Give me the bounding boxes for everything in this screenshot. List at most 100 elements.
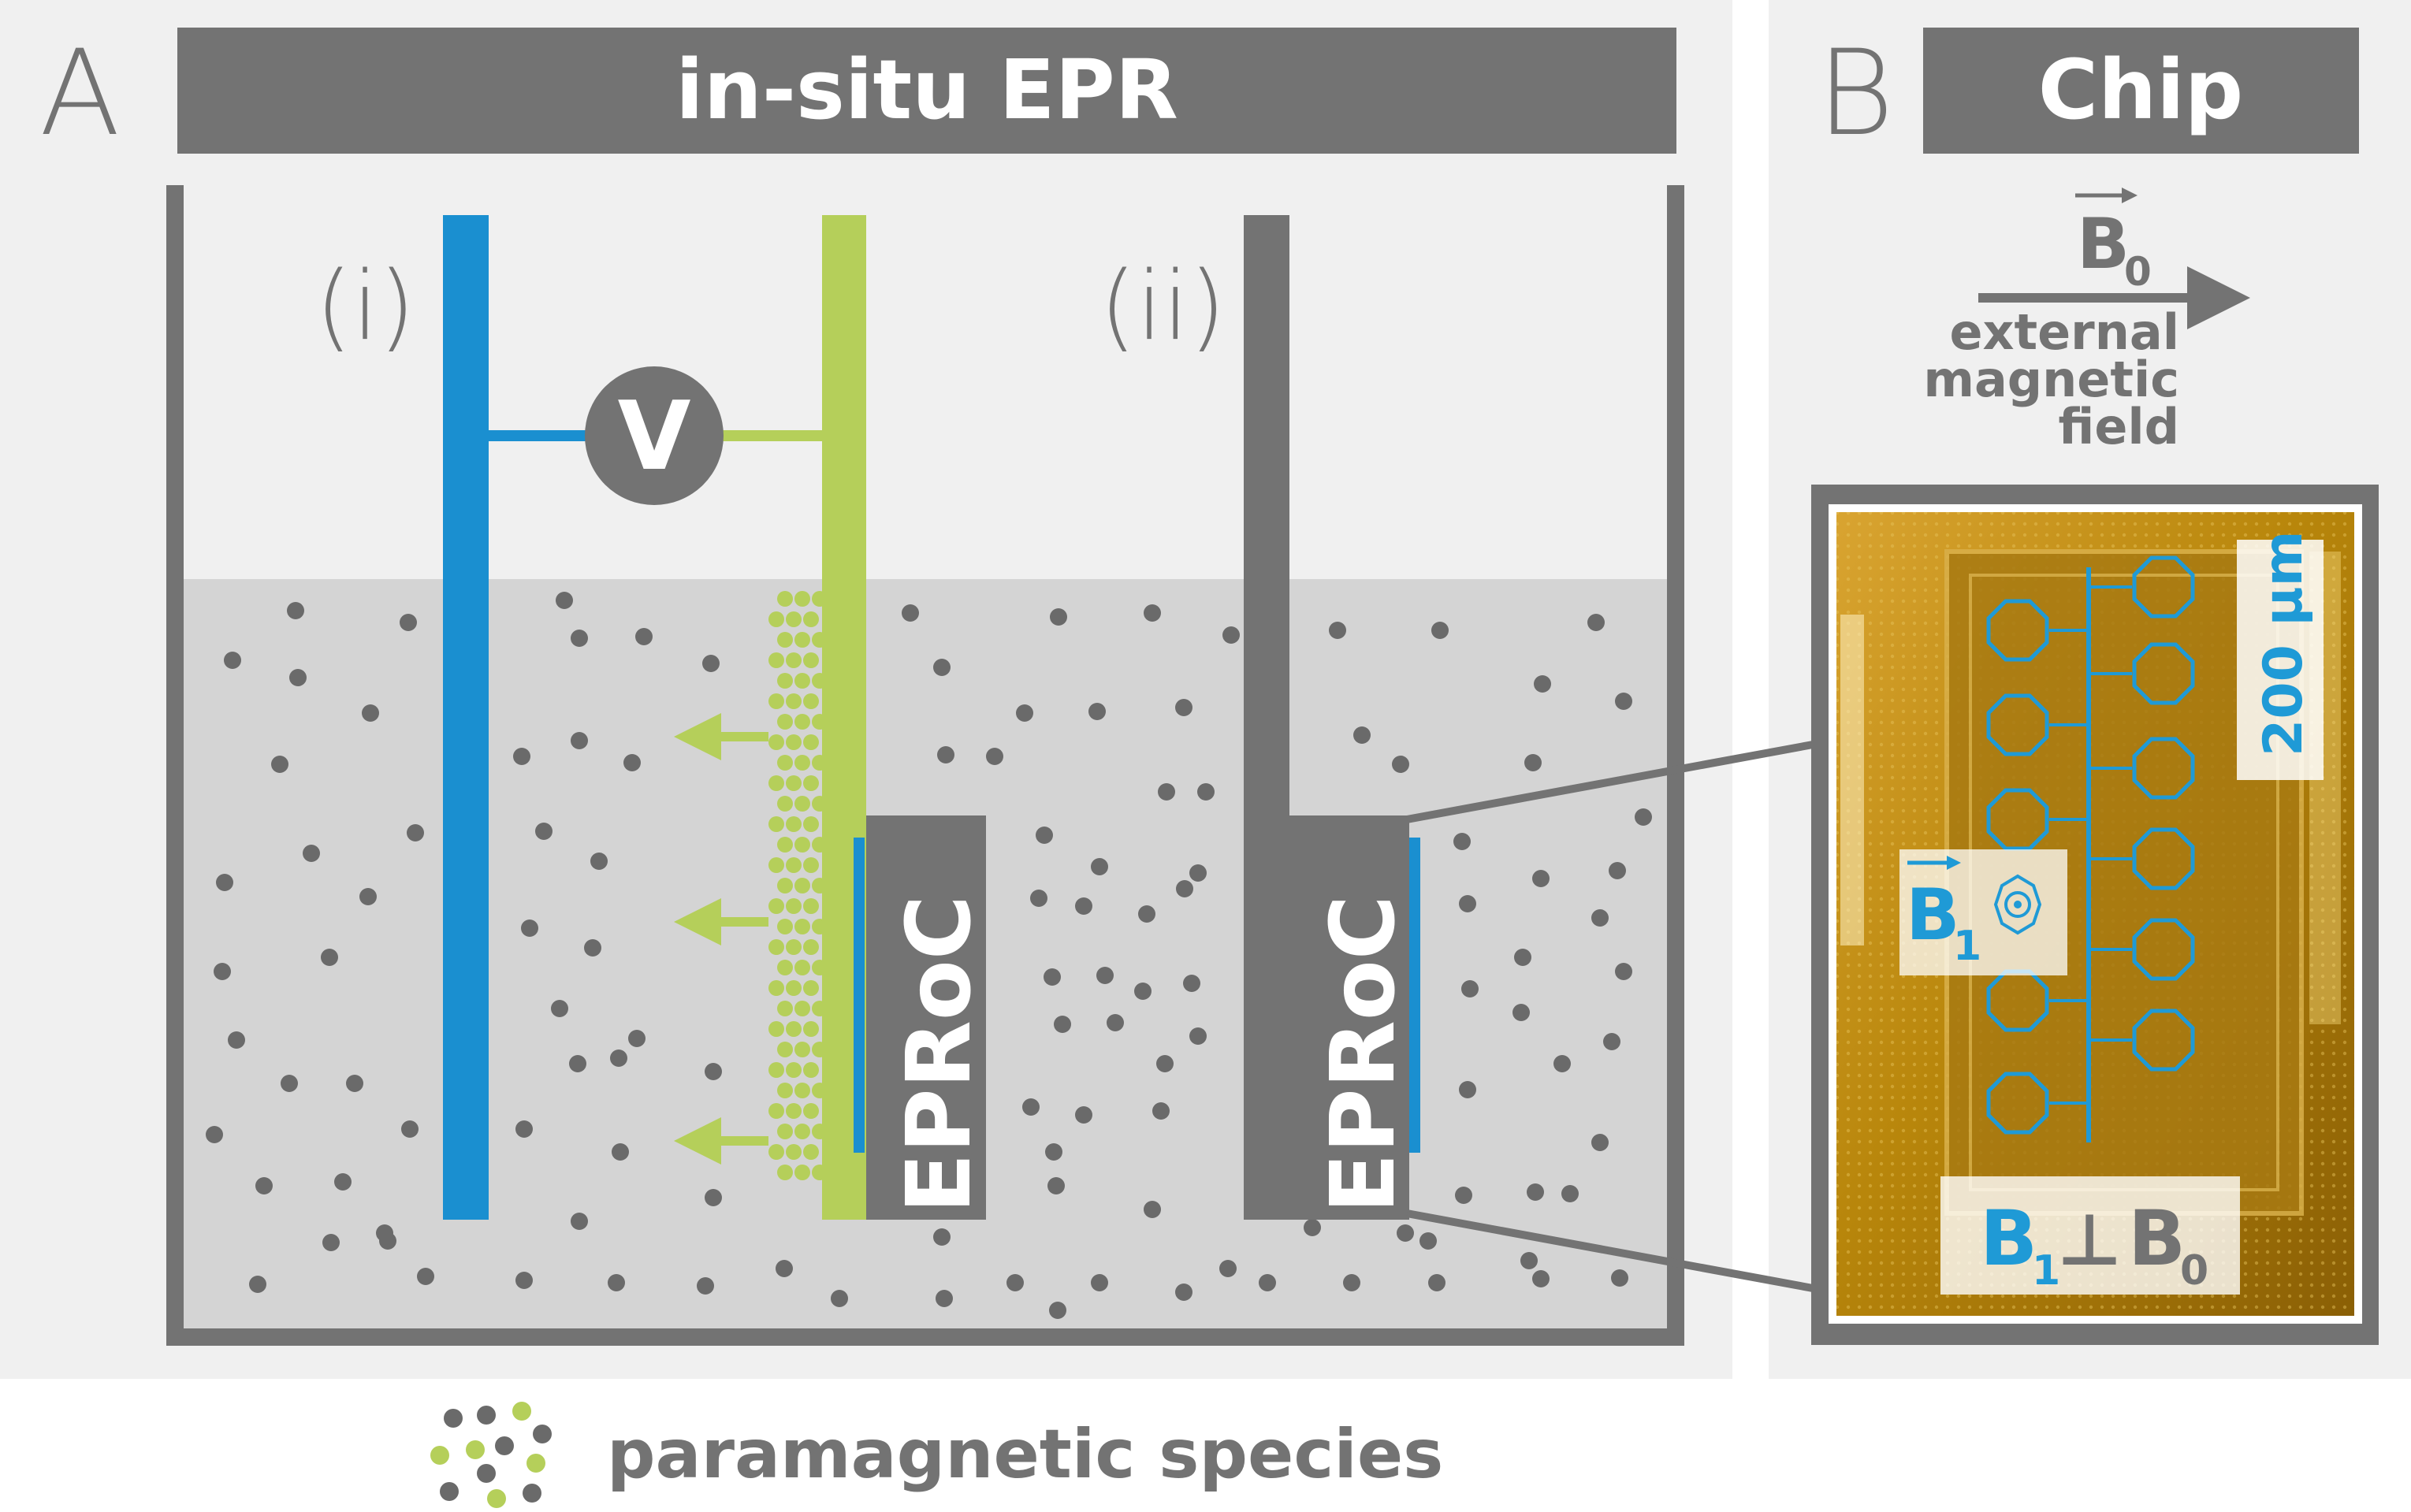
relation-b0-subscript: 0 bbox=[2180, 1247, 2208, 1295]
b1-symbol: B bbox=[1906, 874, 1960, 957]
particle bbox=[1088, 703, 1106, 720]
green-particle bbox=[786, 1144, 802, 1160]
particle bbox=[635, 628, 653, 645]
green-particle bbox=[794, 1001, 810, 1016]
particles-layer bbox=[206, 592, 1652, 1319]
scale-bar: 200 µm bbox=[2237, 530, 2324, 780]
green-particle bbox=[803, 939, 819, 955]
particle bbox=[1353, 726, 1371, 744]
particle bbox=[1392, 756, 1409, 773]
coil bbox=[1986, 788, 2049, 851]
particle bbox=[1615, 693, 1632, 710]
particle bbox=[1222, 626, 1240, 644]
green-particle bbox=[794, 673, 810, 689]
particle bbox=[1259, 1274, 1276, 1291]
arrow-icon bbox=[674, 898, 768, 945]
field-caption-line-2: magnetic bbox=[1923, 351, 2179, 408]
green-particle bbox=[777, 714, 793, 730]
b0-symbol: B bbox=[2077, 203, 2130, 284]
particle bbox=[400, 614, 417, 631]
green-particle bbox=[768, 857, 784, 873]
green-particle bbox=[777, 796, 793, 812]
green-particle bbox=[803, 980, 819, 996]
working-electrode bbox=[443, 215, 489, 1220]
green-particle bbox=[777, 1124, 793, 1139]
particle bbox=[1459, 1081, 1476, 1098]
particle bbox=[1532, 870, 1550, 887]
green-particle bbox=[803, 1144, 819, 1160]
coil bbox=[2132, 555, 2195, 619]
zoom-line-bottom bbox=[1406, 1209, 1814, 1292]
green-particle bbox=[786, 1103, 802, 1119]
eproc-chip-right: EPRoC bbox=[1289, 815, 1420, 1220]
particle bbox=[608, 1274, 625, 1291]
beaker bbox=[166, 185, 1684, 1346]
green-particle bbox=[777, 755, 793, 771]
relation-b1: B bbox=[1980, 1194, 2037, 1283]
particle bbox=[346, 1075, 363, 1092]
green-particle bbox=[803, 693, 819, 709]
green-particle bbox=[794, 796, 810, 812]
particle bbox=[216, 874, 233, 891]
particle bbox=[1045, 1143, 1062, 1161]
green-particle bbox=[777, 837, 793, 853]
green-particle bbox=[786, 775, 802, 791]
field-caption-line-3: field bbox=[2058, 398, 2179, 455]
particle bbox=[705, 1063, 722, 1080]
particle bbox=[1091, 858, 1108, 875]
relation-perp: ⊥ bbox=[2057, 1199, 2122, 1282]
particle bbox=[322, 1234, 340, 1251]
particle bbox=[1304, 1219, 1321, 1236]
green-particle bbox=[768, 775, 784, 791]
particle bbox=[1091, 1274, 1108, 1291]
green-particle bbox=[786, 816, 802, 832]
particle bbox=[1049, 1302, 1066, 1319]
green-particle bbox=[768, 1144, 784, 1160]
particle bbox=[1532, 1270, 1550, 1287]
green-particle bbox=[768, 898, 784, 914]
green-particle bbox=[794, 878, 810, 893]
reference-electrode bbox=[1244, 215, 1289, 1220]
green-particle bbox=[794, 632, 810, 648]
particle bbox=[571, 630, 588, 647]
b0-vector-label: B 0 bbox=[2075, 188, 2152, 295]
particle bbox=[1044, 968, 1061, 986]
particle bbox=[569, 1055, 586, 1072]
voltmeter-icon: V bbox=[585, 366, 724, 505]
particle bbox=[1615, 963, 1632, 980]
coil bbox=[2132, 1009, 2195, 1072]
particle bbox=[1512, 1004, 1530, 1021]
particle bbox=[515, 1272, 533, 1289]
particle bbox=[271, 756, 288, 773]
green-particle bbox=[768, 693, 784, 709]
green-particle bbox=[794, 837, 810, 853]
particle bbox=[1455, 1187, 1472, 1204]
particle bbox=[255, 1177, 273, 1194]
green-particle bbox=[768, 980, 784, 996]
green-particle bbox=[777, 1001, 793, 1016]
particle bbox=[535, 823, 553, 840]
green-particle bbox=[803, 611, 819, 627]
panel-b-letter: B bbox=[1817, 25, 1894, 162]
green-particle bbox=[803, 1062, 819, 1078]
green-particle bbox=[786, 734, 802, 750]
coil bbox=[1986, 969, 2049, 1032]
green-particle bbox=[768, 734, 784, 750]
particle bbox=[1561, 1185, 1579, 1202]
particle bbox=[702, 655, 720, 672]
legend: paramagnetic species bbox=[430, 1402, 1443, 1508]
coil-array bbox=[1986, 555, 2195, 1142]
particle bbox=[281, 1075, 298, 1092]
particle bbox=[362, 704, 379, 722]
particle bbox=[287, 602, 304, 619]
particle bbox=[1144, 604, 1161, 622]
particle bbox=[628, 1030, 646, 1047]
particle bbox=[571, 732, 588, 749]
particle bbox=[1030, 890, 1047, 907]
legend-label: paramagnetic species bbox=[607, 1415, 1443, 1494]
particle bbox=[937, 746, 954, 763]
relation-b0: B bbox=[2128, 1194, 2186, 1283]
particle bbox=[1189, 864, 1207, 882]
zoom-line-top bbox=[1406, 741, 1814, 823]
green-particle bbox=[794, 755, 810, 771]
